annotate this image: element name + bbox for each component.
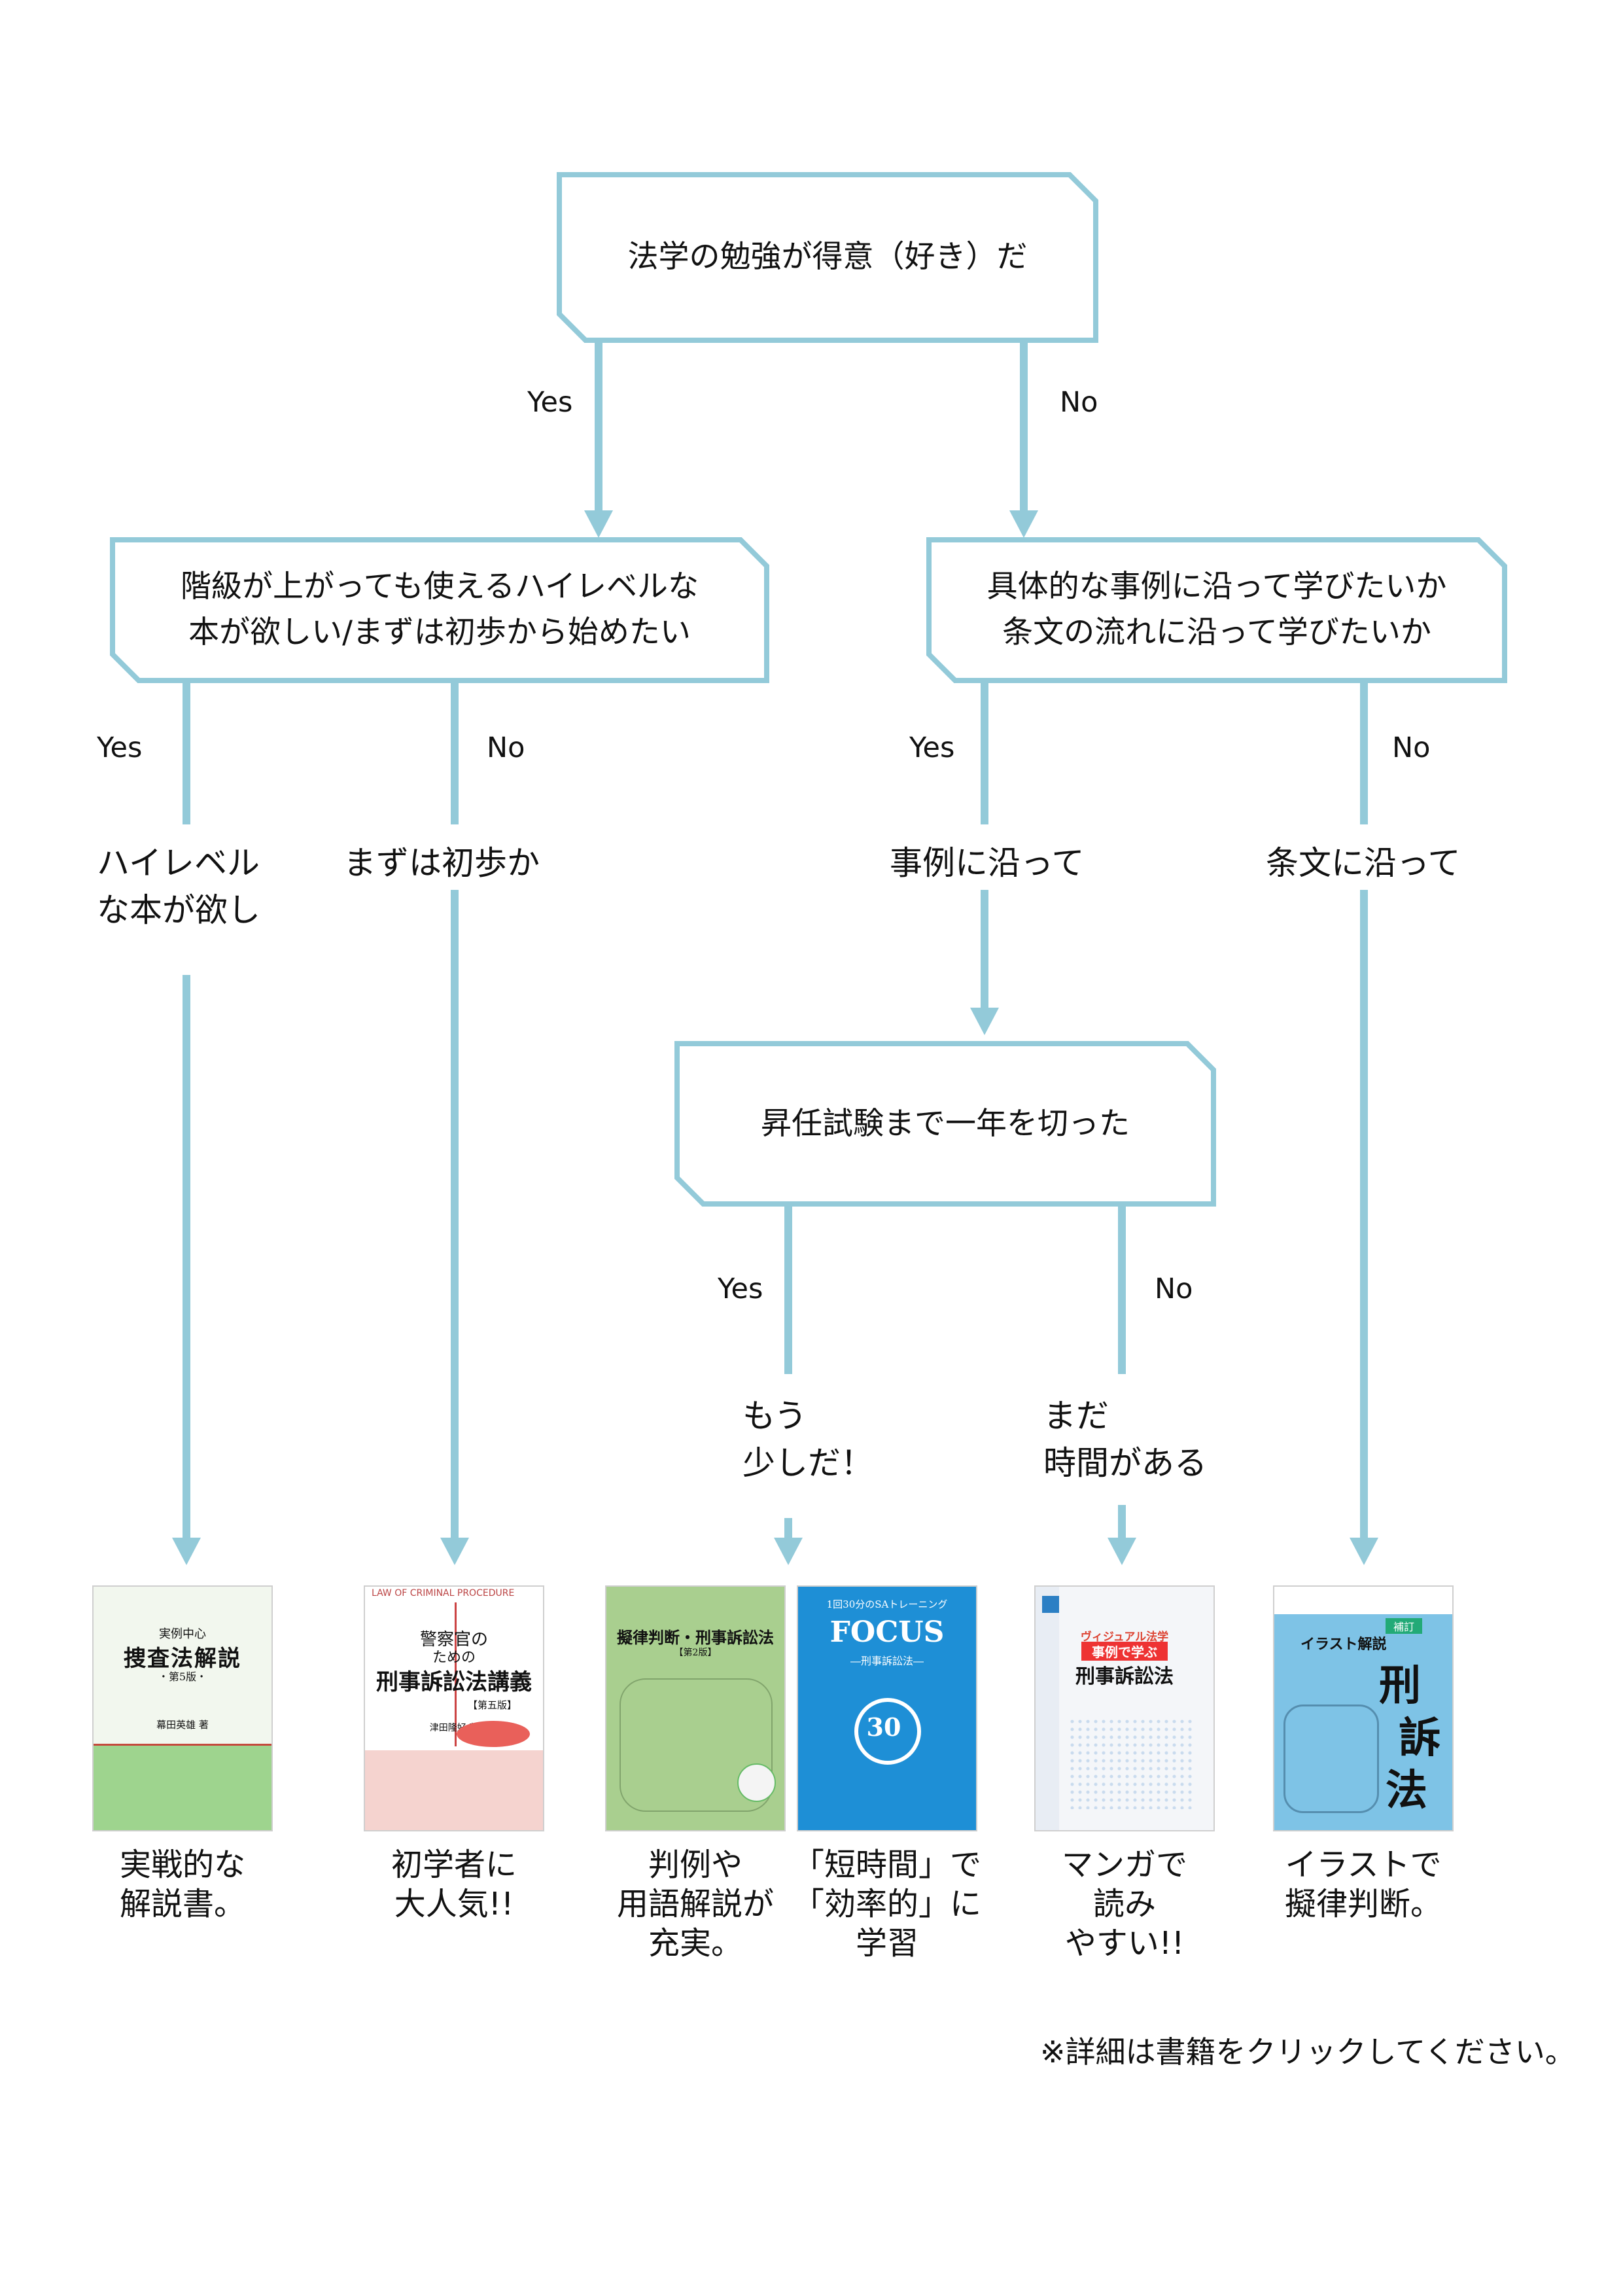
book-sousa-sub: 実例中心 [159,1627,206,1641]
arrowhead-root-no [1009,510,1038,538]
arrowhead-highlevel [172,1538,201,1565]
branch-left-yes: Yes [97,732,143,764]
book-illust-revised: 補訂 [1386,1618,1422,1634]
arrowhead-time-left [1108,1538,1136,1565]
book-visual-title: 刑事訴訟法 [1075,1665,1174,1688]
branch-exam-no: No [1155,1273,1193,1305]
node-exam-label: 昇任試験まで一年を切った [761,1106,1130,1142]
arrowhead-root-yes [584,510,613,538]
branch-root-yes: Yes [527,386,573,419]
node-right-box [926,537,1507,683]
node-root-label: 法学の勉強が得意（好き）だ [627,239,1028,275]
branch-right-no: No [1392,732,1431,764]
node-right-line1: 具体的な事例に沿って学びたいか [986,569,1447,605]
path-time-left: まだ 時間がある [1043,1397,1207,1482]
book-focus-cover[interactable]: 1回30分のSAトレーニング FOCUS ―刑事訴訟法― 30 [798,1587,976,1830]
node-left-line2: 本が欲しい/まずは初歩から始めたい [188,614,691,650]
path-cases: 事例に沿って [890,844,1085,882]
node-left-line1: 階級が上がっても使えるハイレベルな [181,569,699,605]
book-visual-sub: 事例で学ぶ [1081,1642,1168,1661]
node-root: 法学の勉強が得意（好き）だ [559,234,1096,280]
node-left-box [110,537,769,683]
caption-visual: マンガで 読み やすい!! [1061,1846,1187,1962]
click-note: ※詳細は書籍をクリックしてください。 [1040,2034,1575,2070]
book-keisatsukan-cover[interactable]: LAW OF CRIMINAL PROCEDURE 警察官の ための 刑事訴訟法… [365,1587,543,1830]
caption-giritsu: 判例や 用語解説が 充実。 [616,1846,774,1962]
branch-left-no: No [487,732,525,764]
book-keisatsukan-l2: ための [432,1650,476,1666]
branch-root-no: No [1060,386,1098,419]
branch-exam-yes: Yes [718,1273,763,1305]
node-root-box [557,172,1098,343]
caption-sousa: 実戦的な 解説書。 [119,1846,245,1922]
book-keisatsukan-title: 刑事訴訟法講義 [376,1669,532,1695]
book-illust-char1: 刑 [1379,1662,1421,1710]
path-highlevel: ハイレベル な本が欲し [97,844,260,929]
caption-illust: イラストで 擬律判断。 [1284,1846,1442,1922]
node-right-line2: 条文の流れに沿って学びたいか [1002,614,1431,650]
book-sousa-edition: ・第5版・ [158,1670,207,1683]
book-sousa-title: 捜査法解説 [124,1646,241,1672]
book-visual-cover[interactable]: ヴィジュアル法学 事例で学ぶ 刑事訴訟法 [1036,1587,1213,1830]
book-illust-char3: 法 [1386,1767,1427,1815]
book-focus-subtitle: ―刑事訴訟法― [850,1655,924,1667]
book-illust-char2: 訴 [1399,1714,1440,1763]
book-sousa-author: 幕田英雄 著 [156,1719,209,1731]
node-exam-box [674,1041,1216,1207]
caption-focus: 「短時間」で 「効率的」に 学習 [792,1846,981,1962]
book-visual-series: ヴィジュアル法学 [1080,1631,1169,1644]
node-left: 階級が上がっても使えるハイレベルな 本が欲しい/まずは初歩から始めたい [113,564,767,656]
book-illust-sub: イラスト解説 [1300,1636,1387,1653]
book-sousa-cover[interactable]: 実例中心 捜査法解説 ・第5版・ 幕田英雄 著 [94,1587,271,1830]
arrowhead-cases [970,1008,999,1035]
path-almost: もう 少しだ！ [742,1397,873,1482]
caption-keisatsukan: 初学者に 大人気!! [391,1846,517,1922]
node-right: 具体的な事例に沿って学びたいか 条文の流れに沿って学びたいか [929,564,1505,656]
book-illust-cover[interactable]: 補訂 イラスト解説 刑 訴 法 [1274,1587,1452,1830]
arrowhead-articles [1350,1538,1378,1565]
node-exam: 昇任試験まで一年を切った [677,1101,1213,1147]
arrowhead-beginner [440,1538,469,1565]
book-focus-number: 30 [866,1712,901,1742]
book-giritsu-cover[interactable]: 擬律判断・刑事訴訟法 【第2版】 [606,1587,784,1830]
branch-right-yes: Yes [909,732,955,764]
book-keisatsukan-en: LAW OF CRIMINAL PROCEDURE [372,1588,515,1598]
book-giritsu-edition: 【第2版】 [674,1648,717,1658]
book-keisatsukan-ed: 【第五版】 [467,1699,517,1711]
book-keisatsukan-l1: 警察官の [419,1630,488,1650]
path-beginner: まずは初歩か [343,844,540,882]
arrowhead-almost [774,1538,803,1565]
book-giritsu-title: 擬律判断・刑事訴訟法 [617,1629,774,1647]
book-focus-sub: 1回30分のSAトレーニング [826,1598,948,1610]
path-articles: 条文に沿って [1266,844,1461,882]
book-focus-title: FOCUS [829,1616,945,1649]
